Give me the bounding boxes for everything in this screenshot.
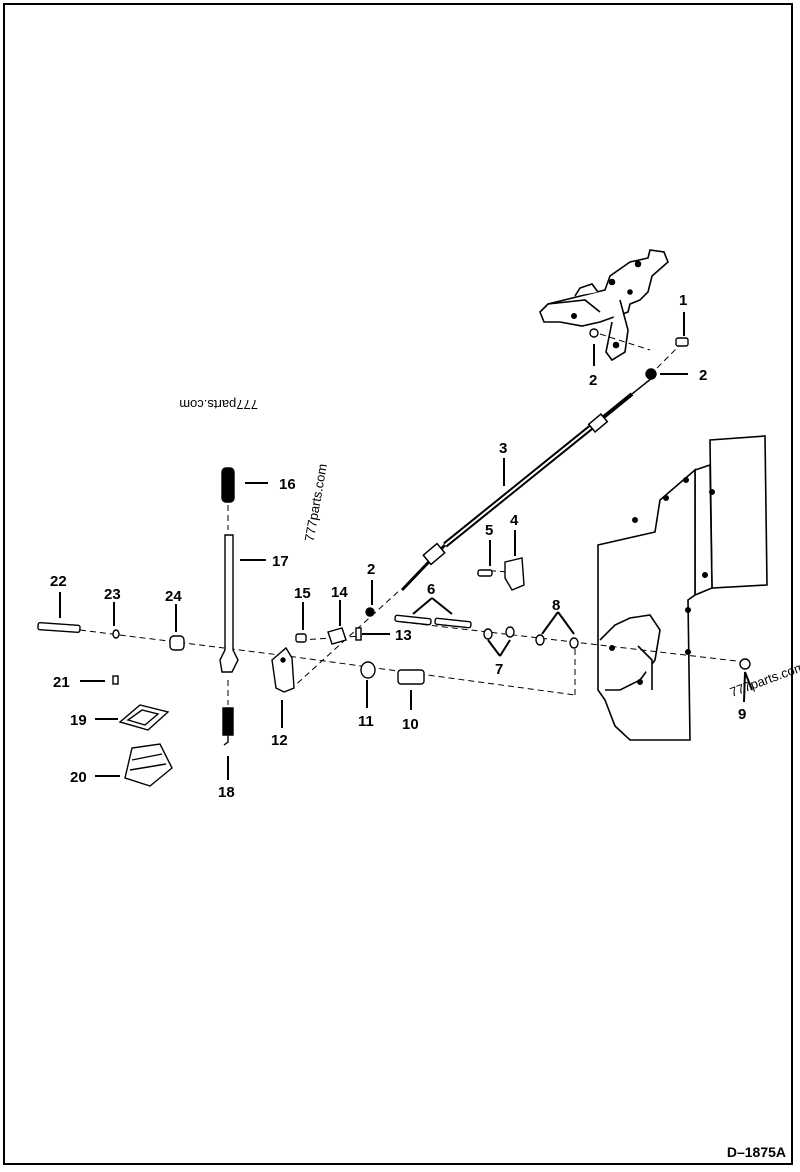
callout-16: 16 (279, 476, 296, 493)
callout-4: 4 (510, 512, 519, 529)
watermark-text: 777parts.com (179, 397, 258, 412)
callout-23: 23 (104, 586, 121, 603)
drawing-border (3, 3, 793, 1165)
callout-7: 7 (495, 661, 503, 678)
callout-13: 13 (395, 627, 412, 644)
callout-14: 14 (331, 584, 348, 601)
callout-20: 20 (70, 769, 87, 786)
pedal-bracket-assembly (539, 249, 669, 362)
callout-2: 2 (367, 561, 375, 578)
callout-22: 22 (50, 573, 67, 590)
callout-11: 11 (358, 713, 374, 730)
callout-labels: 1 2 2 2 3 4 5 6 7 8 9 10 11 12 13 14 15 … (50, 292, 746, 801)
callout-18: 18 (218, 784, 235, 801)
callout-2: 2 (589, 372, 597, 389)
side-panel (597, 435, 768, 741)
callout-17: 17 (272, 553, 289, 570)
watermark-text: 777parts.com (302, 462, 330, 542)
callout-24: 24 (165, 588, 182, 605)
callout-15: 15 (294, 585, 311, 602)
callout-5: 5 (485, 522, 493, 539)
callout-10: 10 (402, 716, 419, 733)
callout-1: 1 (679, 292, 687, 309)
control-cable (400, 377, 653, 592)
hardware-parts (37, 328, 751, 787)
callout-21: 21 (53, 674, 70, 691)
callout-9: 9 (738, 706, 746, 723)
leader-lines (59, 312, 753, 780)
callout-6: 6 (427, 581, 435, 598)
callout-19: 19 (70, 712, 87, 729)
callout-12: 12 (271, 732, 288, 749)
callout-2: 2 (699, 367, 707, 384)
callout-3: 3 (499, 440, 507, 457)
watermark-text: 777parts.com (728, 659, 800, 700)
drawing-reference: D–1875A (726, 1144, 786, 1160)
callout-8: 8 (552, 597, 560, 614)
